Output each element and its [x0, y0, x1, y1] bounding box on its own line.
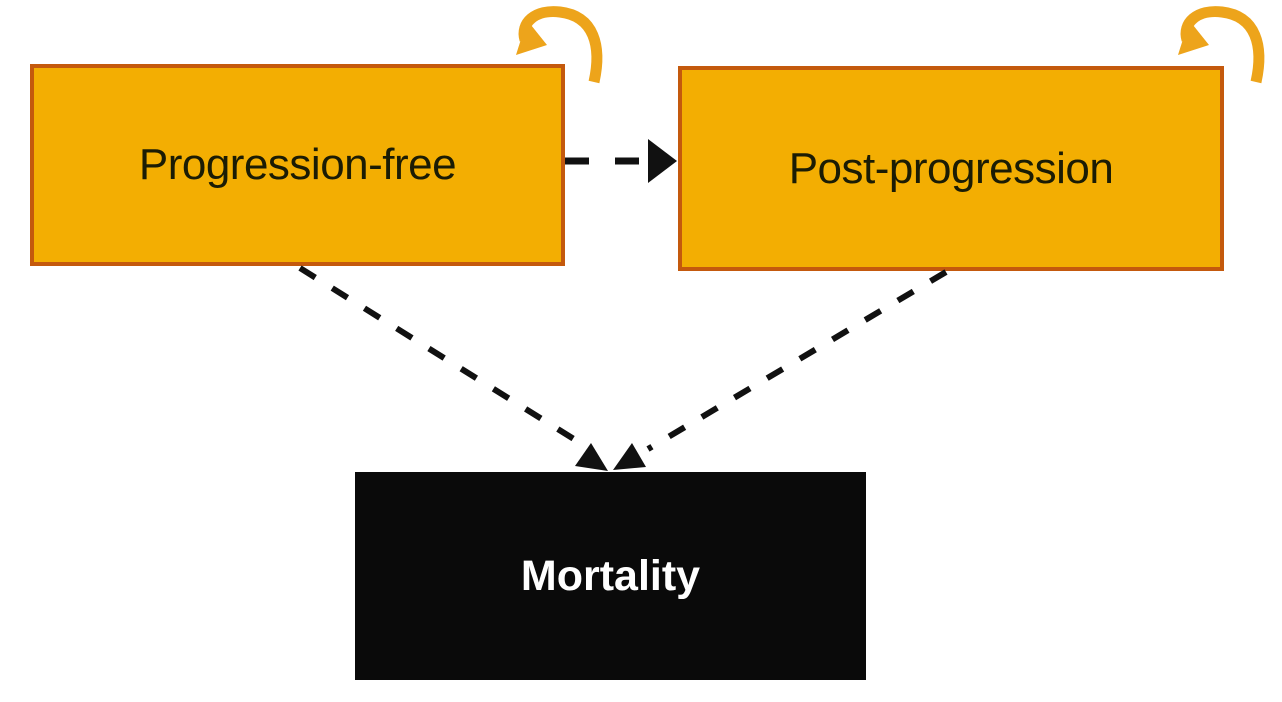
transition-arrow-postprogression-to-mortality: [613, 269, 948, 470]
transition-line: [298, 265, 587, 449]
arrowhead-right-icon: [648, 139, 677, 183]
transition-arrow-progressionfree-to-mortality: [298, 265, 608, 471]
state-label-post-progression: Post-progression: [788, 143, 1114, 193]
transition-arrow-progressionfree-to-postprogression: [565, 139, 677, 183]
state-box-mortality: Mortality: [355, 472, 866, 680]
arrowhead-downleft-icon: [613, 443, 646, 470]
state-box-progression-free: Progression-free: [30, 64, 565, 266]
state-label-mortality: Mortality: [520, 551, 701, 600]
transition-line: [646, 269, 948, 452]
arrowhead-downright-icon: [575, 443, 608, 471]
self-loop-arrowhead-icon: [1178, 20, 1209, 55]
state-label-progression-free: Progression-free: [138, 140, 457, 189]
state-box-post-progression: Post-progression: [678, 66, 1224, 271]
self-loop-arrowhead-icon: [516, 20, 547, 55]
